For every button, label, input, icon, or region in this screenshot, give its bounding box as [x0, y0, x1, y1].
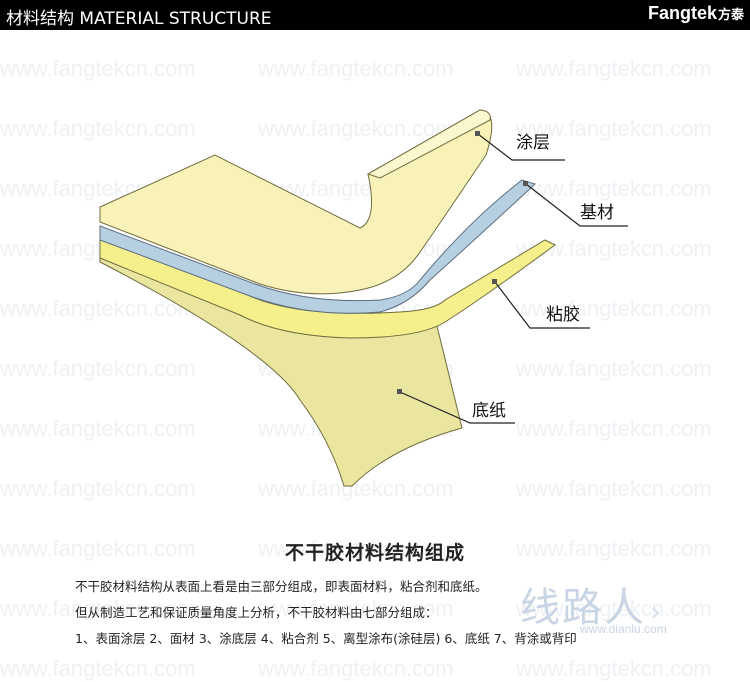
leader-substrate — [525, 183, 628, 227]
brand-logo: Fangtek方泰 — [648, 3, 744, 24]
header-bar: 材料结构 MATERIAL STRUCTURE Fangtek方泰 — [0, 0, 750, 30]
label-coating: 涂层 — [516, 133, 550, 153]
diagram-caption: 不干胶材料结构组成 — [284, 542, 465, 564]
marker-substrate — [523, 181, 528, 186]
substrate-layer — [99, 179, 536, 314]
brand-cn: 方泰 — [717, 7, 744, 22]
label-substrate: 基材 — [580, 203, 614, 223]
site-logo-text: 线路人 — [520, 585, 646, 631]
marker-backing — [397, 389, 402, 394]
description-line-2: 但从制造工艺和保证质量角度上分析，不干胶材料由七部分组成： — [75, 605, 438, 620]
label-adhesive: 粘胶 — [546, 305, 580, 325]
leader-adhesive — [494, 281, 590, 329]
leader-markers — [397, 131, 528, 394]
site-logo-url: www.dianlu.com — [580, 622, 667, 636]
marker-adhesive — [492, 279, 497, 284]
leader-lines — [399, 133, 628, 424]
coating-layer — [99, 109, 493, 295]
leader-coating — [477, 133, 565, 161]
brand-name: Fangtek — [647, 3, 717, 23]
leader-backing — [399, 391, 515, 424]
description-line-3: 1、表面涂层 2、面材 3、涂底层 4、粘合剂 5、离型涂布(涂硅层) 6、底纸… — [75, 631, 577, 646]
coating-edge — [366, 109, 491, 179]
marker-coating — [475, 131, 480, 136]
description-line-1: 不干胶材料结构从表面上看是由三部分组成，即表面材料，粘合剂和底纸。 — [75, 579, 488, 594]
page-title: 材料结构 MATERIAL STRUCTURE — [6, 9, 272, 29]
chevron-right-icon: › — [650, 595, 664, 628]
site-logo: 线路人› — [520, 575, 663, 633]
label-backing: 底纸 — [472, 401, 506, 421]
